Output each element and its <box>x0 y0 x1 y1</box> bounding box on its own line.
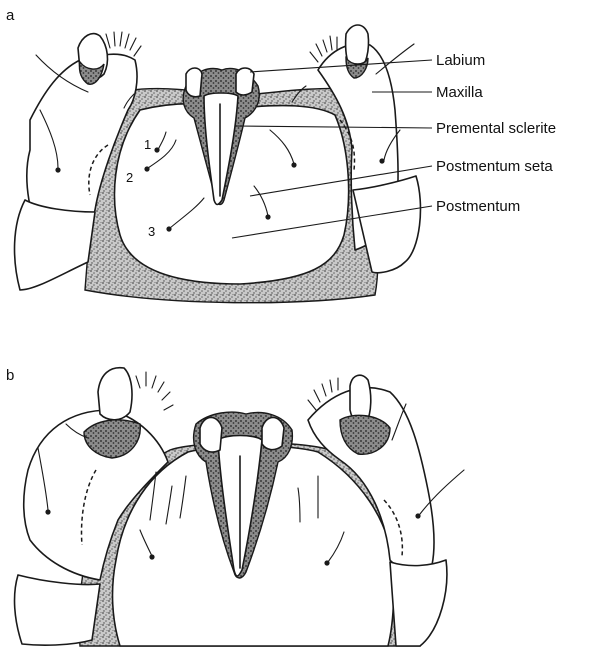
seta-number-2: 2 <box>126 170 133 185</box>
labial-palp-right-b <box>262 418 284 450</box>
bristles-left-b <box>136 372 173 410</box>
seta-number-1: 1 <box>144 137 151 152</box>
maxilla-left-base-b <box>15 575 100 645</box>
label-labium: Labium <box>436 52 485 69</box>
labial-palp-left-a <box>186 68 202 97</box>
bristles-left-a <box>106 32 141 56</box>
label-postmentum: Postmentum <box>436 198 520 215</box>
seta-number-3: 3 <box>148 224 155 239</box>
panel-b-letter: b <box>6 367 14 384</box>
labial-palp-left-b <box>200 418 222 453</box>
panel-b: b <box>6 367 464 646</box>
label-maxilla: Maxilla <box>436 84 483 101</box>
maxilla-left-base-a <box>15 200 95 290</box>
panel-a-letter: a <box>6 7 15 24</box>
label-postmentum-seta: Postmentum seta <box>436 158 553 175</box>
panel-a: a <box>6 7 556 303</box>
maxilla-right-base-b <box>390 560 447 646</box>
maxillary-palp-left-b <box>98 368 132 420</box>
label-premental-sclerite: Premental sclerite <box>436 120 556 137</box>
